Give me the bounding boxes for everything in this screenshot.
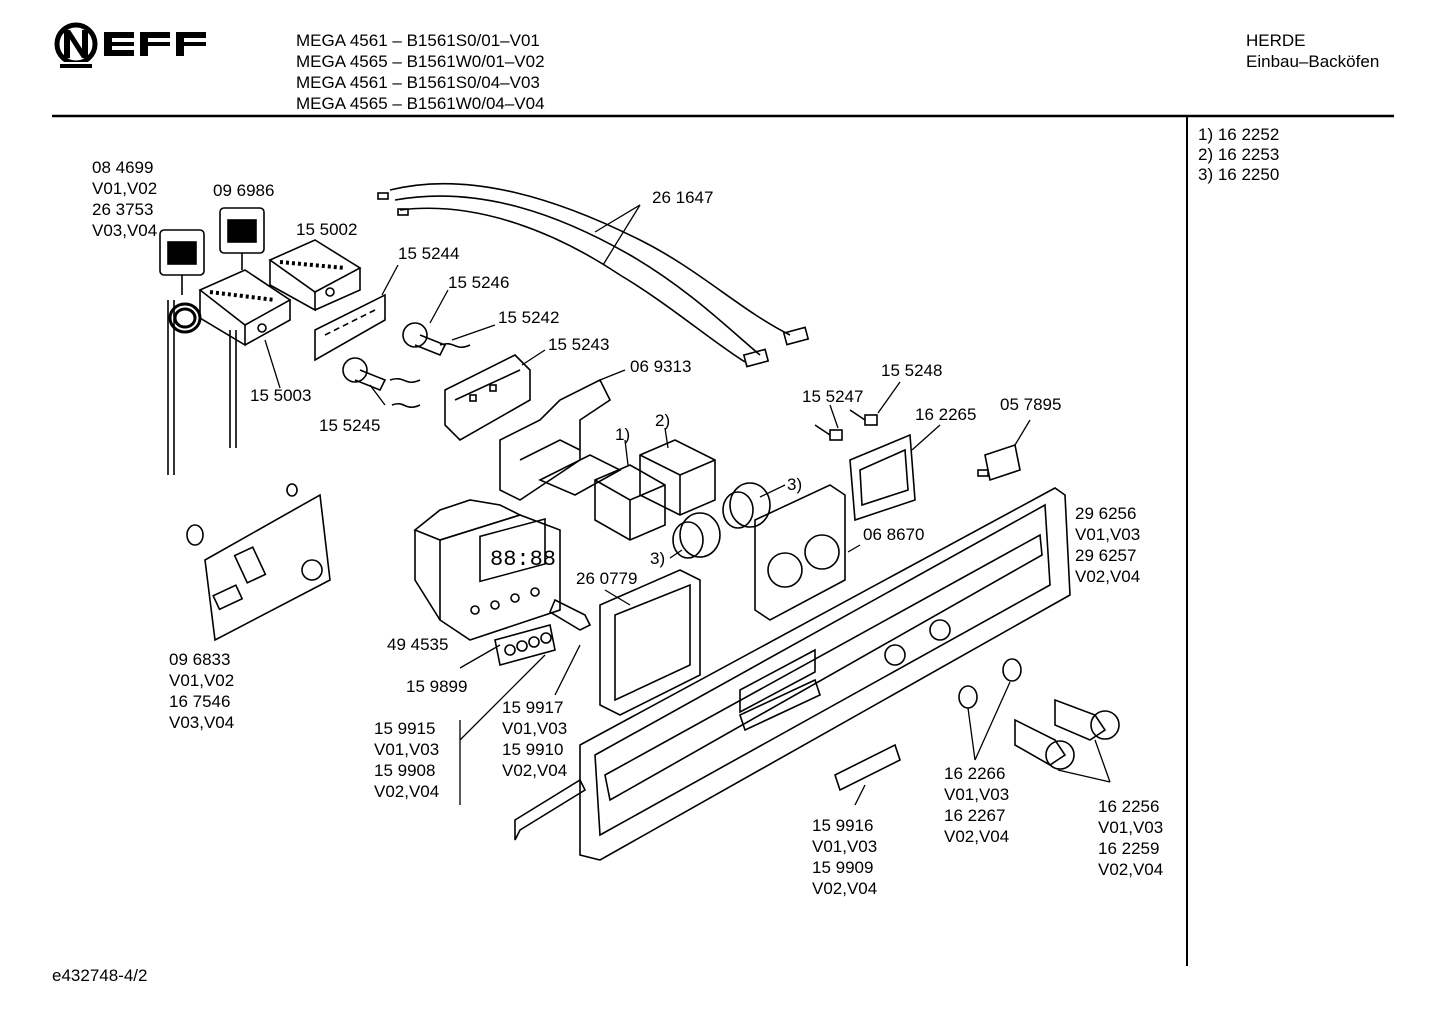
part-label-159916: 15 9916 V01,V03 15 9909 V02,V04 — [812, 816, 878, 898]
part-label-162265: 16 2265 — [915, 405, 977, 424]
switch-2 — [639, 439, 716, 516]
part-label-084699: 08 4699 V01,V02 26 3753 V03,V04 — [92, 158, 158, 240]
leader-lines — [264, 204, 1111, 806]
switch-board-155243 — [444, 354, 531, 441]
part-label-159917: 15 9917 V01,V03 15 9910 V02,V04 — [502, 698, 568, 780]
connector-155247 — [814, 424, 843, 441]
part-label-162256: 16 2256 V01,V03 16 2259 V02,V04 — [1098, 797, 1164, 879]
thermostat-right — [219, 207, 265, 448]
model-line: MEGA 4565 – B1561W0/04–V04 — [296, 94, 545, 113]
part-label-162266: 16 2266 V01,V03 16 2267 V02,V04 — [944, 764, 1010, 846]
part-label-note3-b: 3) — [650, 549, 666, 568]
part-label-096833: 09 6833 V01,V02 16 7546 V03,V04 — [169, 650, 235, 732]
part-label-069313: 06 9313 — [630, 357, 692, 376]
footnote: 1) 16 2252 — [1198, 125, 1280, 144]
button-strip-159899 — [494, 624, 556, 666]
neff-logo — [52, 22, 222, 79]
part-label-155245: 15 5245 — [319, 416, 381, 435]
part-label-155248: 15 5248 — [881, 361, 943, 380]
model-line: MEGA 4561 – B1561S0/04–V03 — [296, 73, 540, 92]
part-label-155244: 15 5244 — [398, 244, 460, 263]
part-label-155246: 15 5246 — [448, 273, 510, 292]
frame-069313 — [499, 378, 622, 501]
knob-162256 — [1014, 698, 1120, 770]
part-label-155247: 15 5247 — [802, 387, 864, 406]
category-block: HERDE Einbau–Backöfen — [1246, 30, 1379, 72]
part-label-068670: 06 8670 — [863, 525, 925, 544]
model-line: MEGA 4565 – B1561W0/01–V02 — [296, 52, 545, 71]
part-label-261647: 26 1647 — [652, 188, 714, 207]
part-label-159899: 15 9899 — [406, 677, 468, 696]
part-label-note2: 2) — [655, 411, 671, 430]
part-label-155003: 15 5003 — [250, 386, 312, 405]
switch-057895 — [977, 443, 1021, 482]
category: HERDE — [1246, 31, 1306, 50]
spindle-155246 — [402, 322, 447, 357]
model-line: MEGA 4561 – B1561S0/01–V01 — [296, 31, 540, 50]
part-label-296256: 29 6256 V01,V03 29 6257 V02,V04 — [1075, 504, 1141, 586]
push-rod — [548, 598, 592, 631]
document-id: e432748-4/2 — [52, 966, 148, 985]
part-label-155002: 15 5002 — [296, 220, 358, 239]
bracket-155244 — [314, 293, 386, 362]
footnotes: 1) 16 2252 2) 16 2253 3) 16 2250 — [1198, 125, 1279, 185]
part-label-note3-a: 3) — [787, 475, 803, 494]
button-strip-159916 — [834, 743, 901, 792]
part-label-155243: 15 5243 — [548, 335, 610, 354]
subcategory: Einbau–Backöfen — [1246, 52, 1380, 71]
part-label-057895: 05 7895 — [1000, 395, 1062, 414]
holder-068670 — [754, 484, 846, 621]
cable-harness — [377, 182, 810, 368]
footnote: 2) 16 2253 — [1198, 145, 1280, 164]
footnote: 3) 16 2250 — [1198, 165, 1280, 184]
part-label-note1: 1) — [615, 425, 631, 444]
knob-holder-b — [722, 482, 771, 529]
model-list: MEGA 4561 – B1561S0/01–V01 MEGA 4565 – B… — [296, 30, 545, 114]
pcb-096833 — [186, 483, 331, 642]
selector-switch-5002 — [268, 239, 362, 312]
switch-1 — [594, 464, 666, 541]
window-162265 — [849, 433, 916, 522]
connector-155248 — [849, 409, 878, 426]
svg-text:88:88: 88:88 — [490, 547, 556, 572]
part-label-155242: 15 5242 — [498, 308, 560, 327]
clock-module: 88:88 — [413, 499, 561, 641]
spindle-155245 — [342, 357, 387, 392]
selector-switch-5003 — [198, 269, 292, 347]
part-label-096986: 09 6986 — [213, 181, 275, 200]
part-label-260779: 26 0779 — [576, 569, 638, 588]
profile-strip — [514, 778, 587, 841]
panel-260779 — [599, 569, 701, 716]
part-label-159915: 15 9915 V01,V03 15 9908 V02,V04 — [374, 719, 440, 801]
part-label-494535: 49 4535 — [387, 635, 449, 654]
contact-springs — [389, 343, 471, 409]
thermostat-left — [159, 229, 205, 475]
knob-holder-a — [672, 512, 721, 559]
ring-162266 — [958, 658, 1022, 709]
control-panel-fascia — [579, 487, 1071, 861]
